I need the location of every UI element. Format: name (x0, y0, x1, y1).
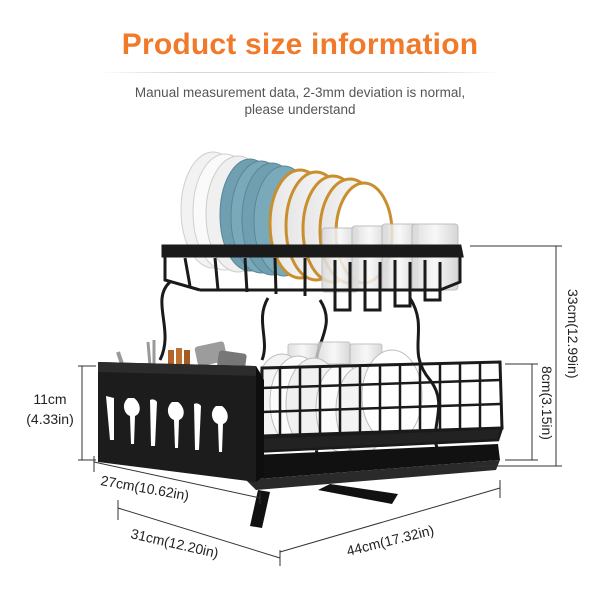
upper-rack (161, 244, 464, 312)
drain-tray (232, 444, 500, 528)
title-divider (96, 72, 504, 73)
subtitle-line-1: Manual measurement data, 2-3mm deviation… (134, 85, 466, 100)
depth-label: 31cm(12.20in) (129, 525, 220, 561)
page-title: Product size information (121, 28, 479, 61)
basket-width-label: 27cm(10.62in) (99, 472, 190, 503)
subtitle: Manual measurement data, 2-3mm deviation… (0, 84, 600, 118)
lower-tier-height-label: 8cm(3.15in) (539, 366, 555, 440)
utensil-basket (98, 362, 264, 482)
dimension-lines (78, 245, 562, 566)
basket-height-cm-label: 11cm (33, 391, 66, 407)
basket-height-in-label: (4.33in) (26, 411, 73, 427)
drain-spout (318, 484, 398, 504)
subtitle-line-2: please understand (244, 102, 356, 117)
total-height-label: 33cm(12.99in) (565, 289, 581, 379)
length-label: 44cm(17.32in) (345, 522, 436, 559)
glasses (321, 223, 459, 293)
